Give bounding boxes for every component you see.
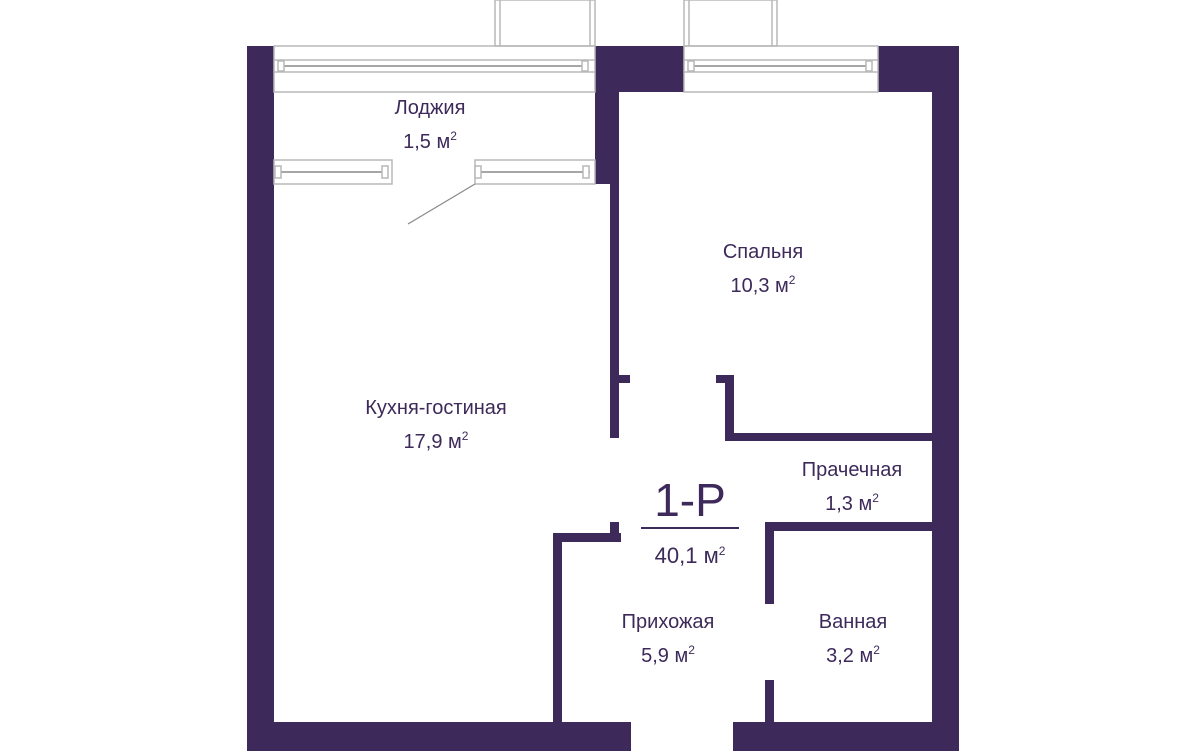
room-label-laundry: Прачечная 1,3 м2 <box>752 456 952 518</box>
room-area-unit-sup: 2 <box>872 491 879 505</box>
window-inner-left <box>273 159 393 185</box>
wall-right-top-cap <box>878 46 959 92</box>
apartment-area-unit: м <box>703 543 719 568</box>
wall-left <box>247 46 274 751</box>
room-area-number: 3,2 <box>826 645 854 667</box>
room-name: Прихожая <box>621 611 715 633</box>
wall-bathroom-top <box>765 522 939 531</box>
wall-loggia-right <box>595 46 619 184</box>
room-label-loggia: Лоджия 1,5 м2 <box>330 94 530 156</box>
room-area: 17,9 м2 <box>316 422 556 456</box>
room-area-unit-sup: 2 <box>688 643 695 657</box>
room-area-unit: м <box>674 645 689 667</box>
room-area: 3,2 м2 <box>753 636 953 670</box>
room-area-unit: м <box>436 131 451 153</box>
wall-bedroom-left <box>610 180 619 438</box>
wall-bathroom-left-lower <box>765 680 774 732</box>
window-projection-right <box>683 0 778 47</box>
wall-bottom-left <box>247 722 631 751</box>
room-area-number: 10,3 <box>730 275 770 297</box>
window-loggia-outer <box>273 45 596 93</box>
room-name: Лоджия <box>394 97 466 119</box>
window-projection-left <box>494 0 596 47</box>
room-area-number: 1,3 <box>825 493 853 515</box>
apartment-area-unit-sup: 2 <box>718 544 726 558</box>
room-name: Кухня-гостиная <box>365 397 507 419</box>
apartment-area-number: 40,1 <box>654 543 698 568</box>
apartment-total-area: 40,1 м2 <box>590 536 790 571</box>
room-area-unit-sup: 2 <box>788 273 796 287</box>
room-label-kitchen-living: Кухня-гостиная 17,9 м2 <box>316 394 556 456</box>
door-swing-line <box>407 183 476 225</box>
wall-right <box>932 46 959 751</box>
room-area-unit-sup: 2 <box>873 643 880 657</box>
apartment-code: 1-Р <box>654 474 726 526</box>
room-label-bathroom: Ванная 3,2 м2 <box>753 608 953 670</box>
room-name: Ванная <box>818 611 888 633</box>
window-bedroom <box>683 45 879 93</box>
room-area: 5,9 м2 <box>568 636 768 670</box>
wall-hall-stub <box>610 522 619 542</box>
room-area: 10,3 м2 <box>663 266 863 300</box>
windows <box>273 0 879 225</box>
room-area: 1,3 м2 <box>752 484 952 518</box>
room-area-unit: м <box>448 431 462 453</box>
room-area-unit: м <box>859 645 874 667</box>
apartment-divider <box>641 527 739 529</box>
room-name: Прачечная <box>801 459 903 481</box>
room-area-number: 5,9 <box>641 645 669 667</box>
room-area-unit-sup: 2 <box>450 129 457 143</box>
walls <box>247 46 959 751</box>
wall-bedroom-bottom <box>725 433 939 441</box>
room-area-number: 17,9 <box>403 431 443 453</box>
wall-hall-left <box>553 533 562 732</box>
wall-laundry-left-stub <box>716 375 734 383</box>
room-label-bedroom: Спальня 10,3 м2 <box>663 238 863 300</box>
room-area-unit-sup: 2 <box>461 429 469 443</box>
room-name: Спальня <box>722 241 804 263</box>
room-area-unit: м <box>775 275 789 297</box>
wall-laundry-left <box>725 375 734 441</box>
room-label-hallway: Прихожая 5,9 м2 <box>568 608 768 670</box>
room-area-number: 1,5 <box>403 131 431 153</box>
wall-bathroom-left <box>765 522 774 604</box>
room-area-unit: м <box>858 493 873 515</box>
wall-hall-top <box>553 533 621 542</box>
room-area: 1,5 м2 <box>330 122 530 156</box>
wall-bedroom-left-stub <box>610 375 630 383</box>
